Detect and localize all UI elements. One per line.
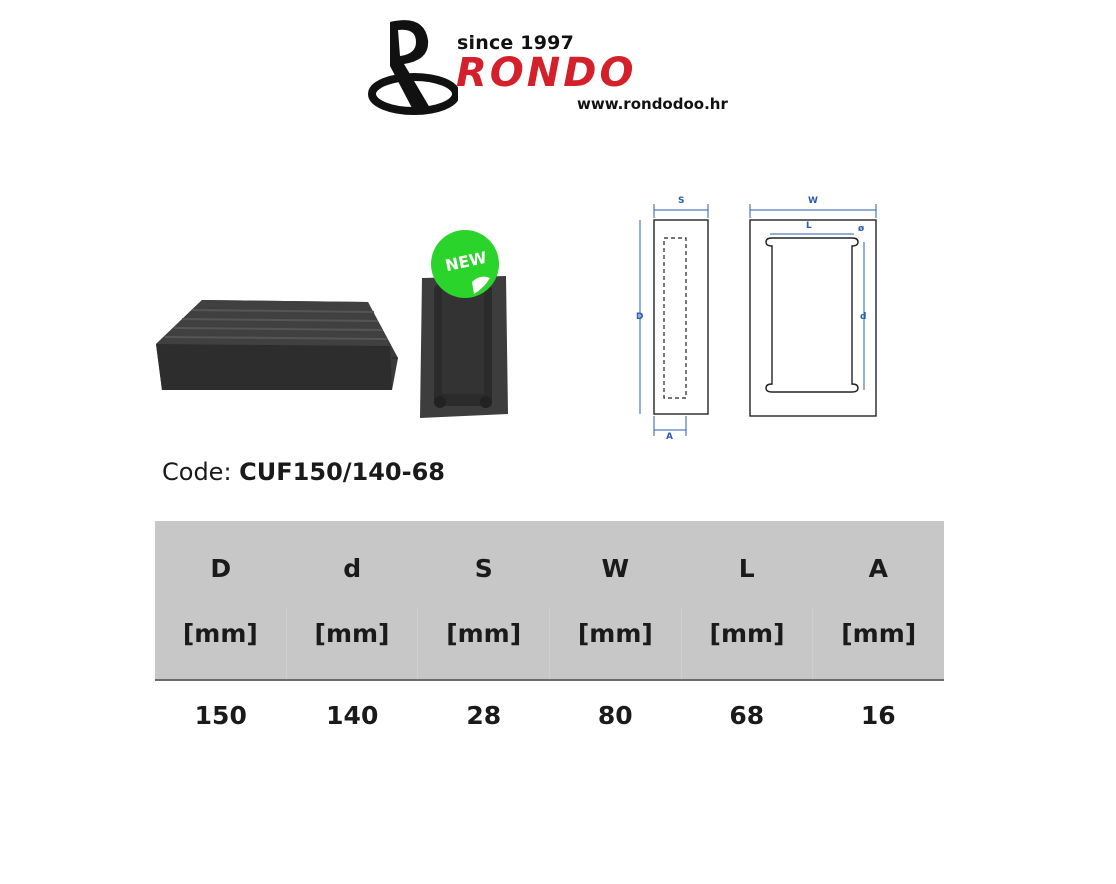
technical-drawing-side-view: S D A xyxy=(628,190,720,452)
logo-brand-text: RONDO xyxy=(456,50,637,96)
header-cell: A xyxy=(868,554,888,583)
dimension-label-s: S xyxy=(678,196,685,206)
table-units-row: [mm] [mm] [mm] [mm] [mm] [mm] xyxy=(155,607,944,679)
product-code-label: Code: xyxy=(162,458,232,486)
new-badge: NEW xyxy=(428,228,504,304)
unit-cell: [mm] xyxy=(682,607,814,679)
table-divider xyxy=(155,679,944,681)
header-cell: D xyxy=(210,554,232,583)
header-cell: W xyxy=(601,554,630,583)
unit-cell: [mm] xyxy=(287,607,419,679)
value-cell: 28 xyxy=(466,701,502,730)
technical-drawing-front-view: W L ø d xyxy=(740,190,888,422)
value-cell: 80 xyxy=(597,701,633,730)
unit-cell: [mm] xyxy=(841,619,917,648)
company-logo: since 1997 RONDO www.rondodoo.hr xyxy=(368,16,758,120)
value-cell: 140 xyxy=(326,701,379,730)
rondo-emblem-icon xyxy=(368,20,460,115)
header-cell: L xyxy=(738,554,755,583)
dimension-label-w: W xyxy=(808,196,818,206)
unit-cell: [mm] xyxy=(418,607,551,679)
new-badge-icon xyxy=(431,230,499,298)
value-cell: 150 xyxy=(194,701,247,730)
header-cell: S xyxy=(474,554,493,583)
spec-table: D d S W L A [mm] [mm] [mm] [mm] [mm] [mm… xyxy=(155,521,944,751)
dimension-label-diameter: ø xyxy=(858,224,865,234)
logo-since-text: since 1997 xyxy=(457,32,574,54)
product-photo-top xyxy=(418,272,510,420)
logo-website-text: www.rondodoo.hr xyxy=(577,95,728,113)
table-header-row: D d S W L A xyxy=(155,521,944,607)
unit-cell: [mm] xyxy=(550,607,682,679)
product-code-value: CUF150/140-68 xyxy=(239,458,445,486)
product-photo-angled xyxy=(152,300,400,396)
table-row: 150 140 28 80 68 16 xyxy=(155,681,944,751)
dimension-label-a: A xyxy=(666,432,673,442)
unit-cell: [mm] xyxy=(155,607,287,679)
value-cell: 68 xyxy=(729,701,765,730)
dimension-label-d-outer: D xyxy=(636,312,644,322)
value-cell: 16 xyxy=(860,701,896,730)
product-code: Code: CUF150/140-68 xyxy=(162,458,445,486)
header-cell: d xyxy=(343,554,362,583)
dimension-label-d-inner: d xyxy=(860,312,867,322)
dimension-label-l: L xyxy=(806,221,812,231)
